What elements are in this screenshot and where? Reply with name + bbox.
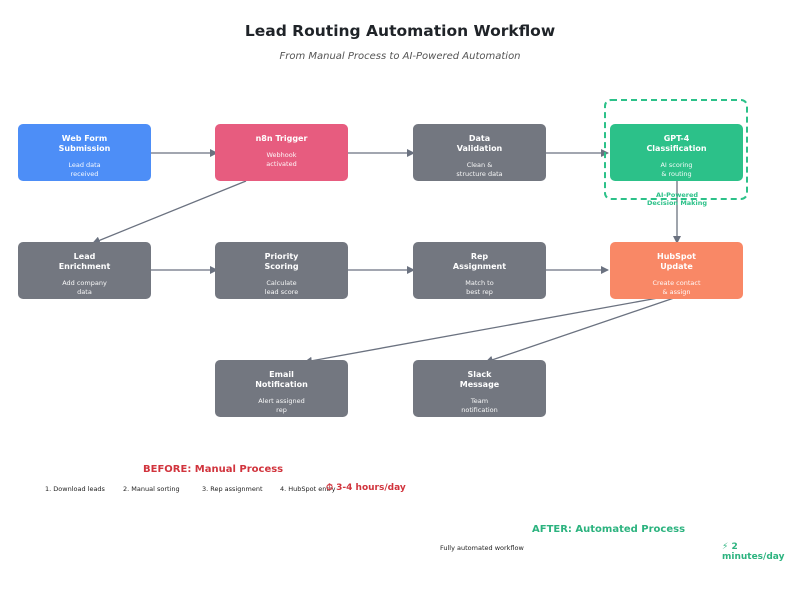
before-step-3: 3. Rep assignment bbox=[202, 485, 263, 493]
node-description: Team notification bbox=[461, 397, 498, 414]
node-description: Clean & structure data bbox=[456, 161, 503, 178]
node-title: GPT-4 Classification bbox=[646, 134, 707, 153]
node-slack-message[interactable]: Slack Message Team notification bbox=[413, 360, 546, 417]
node-description: Create contact & assign bbox=[652, 279, 701, 296]
connector-hubspot-to-slack bbox=[485, 297, 675, 364]
before-step-2: 2. Manual sorting bbox=[123, 485, 180, 493]
page-subtitle: From Manual Process to AI-Powered Automa… bbox=[279, 51, 521, 62]
node-title: Slack Message bbox=[459, 370, 500, 389]
node-description: Add company data bbox=[62, 279, 107, 296]
node-data-validation[interactable]: Data Validation Clean & structure data bbox=[413, 124, 546, 181]
before-step-4: 4. HubSpot entry bbox=[280, 485, 336, 493]
ai-decision-group bbox=[604, 99, 748, 200]
node-title: Rep Assignment bbox=[452, 252, 507, 271]
node-description: Webhook activated bbox=[266, 151, 297, 168]
node-title: n8n Trigger bbox=[255, 134, 308, 143]
ai-decision-label: AI-Powered Decision Making bbox=[646, 191, 708, 207]
node-web-form-submission[interactable]: Web Form Submission Lead data received bbox=[18, 124, 151, 181]
node-title: Web Form Submission bbox=[58, 134, 111, 153]
node-title: Data Validation bbox=[456, 134, 503, 153]
node-lead-enrichment[interactable]: Lead Enrichment Add company data bbox=[18, 242, 151, 299]
node-title: Email Notification bbox=[255, 370, 308, 389]
node-hubspot-update[interactable]: HubSpot Update Create contact & assign bbox=[610, 242, 743, 299]
node-title: Lead Enrichment bbox=[58, 252, 111, 271]
node-description: AI scoring & routing bbox=[660, 161, 693, 178]
node-description: Match to best rep bbox=[465, 279, 494, 296]
node-n8n-trigger[interactable]: n8n Trigger Webhook activated bbox=[215, 124, 348, 181]
before-title: BEFORE: Manual Process bbox=[143, 464, 284, 475]
node-rep-assignment[interactable]: Rep Assignment Match to best rep bbox=[413, 242, 546, 299]
after-title: AFTER: Automated Process bbox=[532, 524, 686, 535]
node-description: Lead data received bbox=[68, 161, 101, 178]
node-title: Priority Scoring bbox=[264, 252, 299, 271]
node-description: Alert assigned rep bbox=[258, 397, 305, 414]
page-title: Lead Routing Automation Workflow bbox=[244, 22, 556, 40]
node-title: HubSpot Update bbox=[657, 252, 696, 271]
node-priority-scoring[interactable]: Priority Scoring Calculate lead score bbox=[215, 242, 348, 299]
node-description: Calculate lead score bbox=[264, 279, 299, 296]
node-gpt4-classification[interactable]: GPT-4 Classification AI scoring & routin… bbox=[610, 124, 743, 181]
connector-n8n-to-enrichment bbox=[92, 180, 247, 245]
after-time-badge: ⚡ 2 minutes/day bbox=[722, 542, 785, 562]
after-description: Fully automated workflow bbox=[440, 544, 524, 552]
node-email-notification[interactable]: Email Notification Alert assigned rep bbox=[215, 360, 348, 417]
before-step-1: 1. Download leads bbox=[45, 485, 105, 493]
before-time-badge: ⏱ 3-4 hours/day bbox=[326, 483, 406, 493]
connector-hubspot-to-email bbox=[304, 297, 659, 365]
